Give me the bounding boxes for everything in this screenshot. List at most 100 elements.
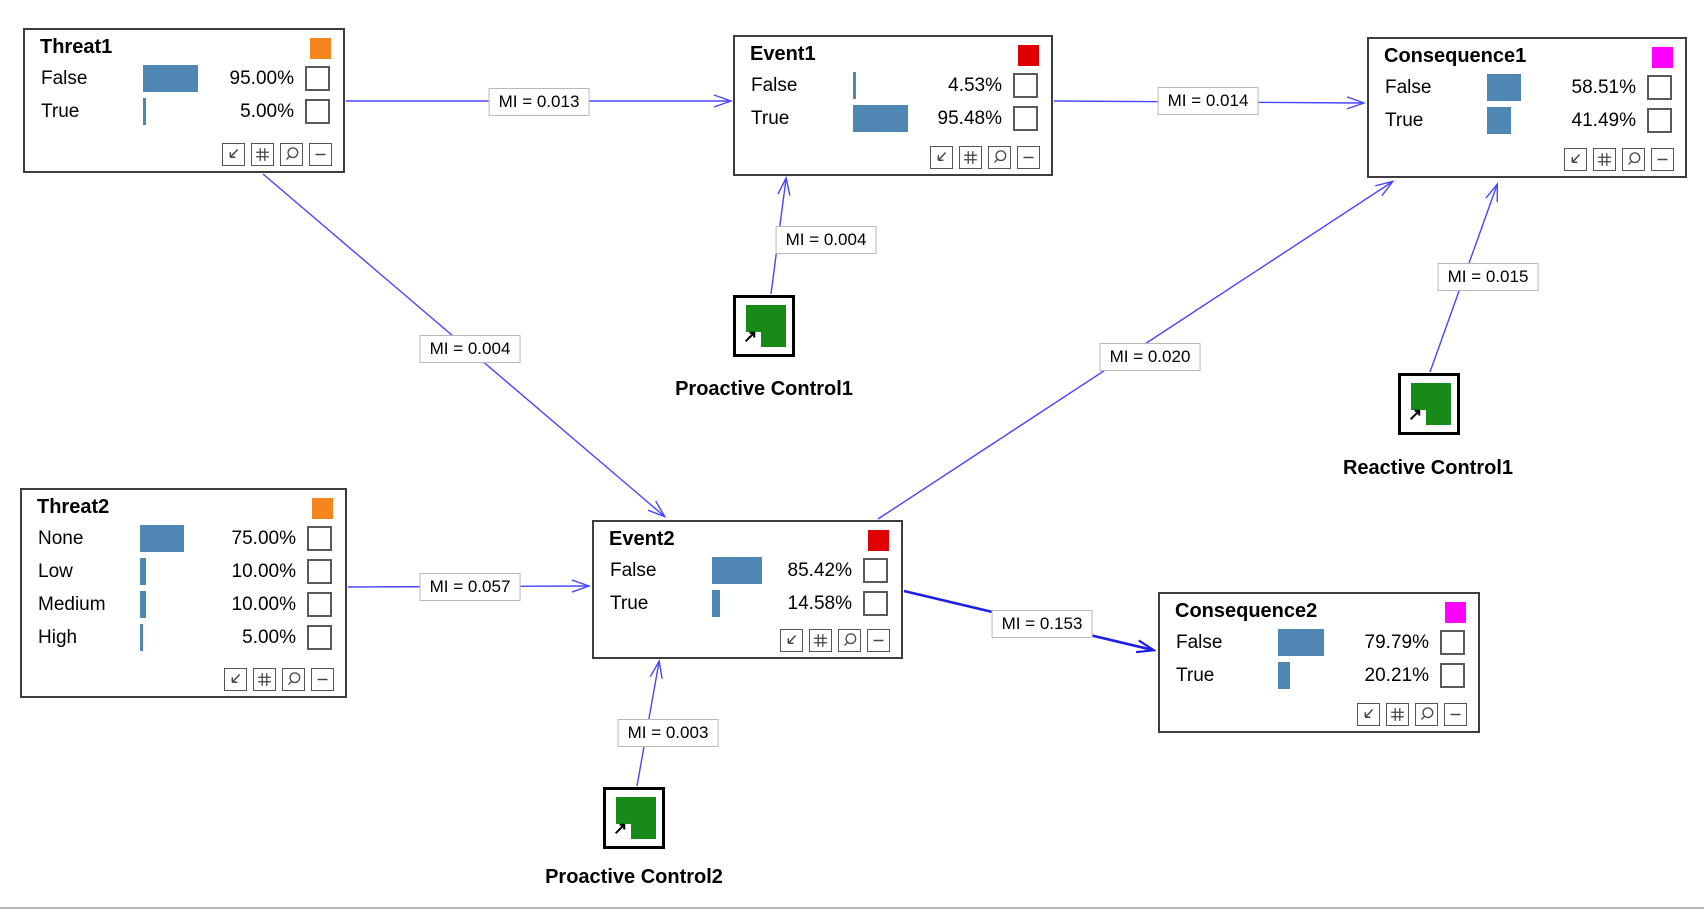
control-node-proactive-control1[interactable]: ↗: [733, 295, 795, 357]
probability-bar-track: [140, 558, 204, 585]
node-header: Event2: [594, 522, 901, 554]
table-grid-button[interactable]: [251, 143, 274, 166]
magnifier-button[interactable]: [1415, 703, 1438, 726]
control-notch: [616, 824, 631, 839]
probability-bar-track: [1278, 662, 1342, 689]
state-checkbox[interactable]: [1440, 663, 1465, 688]
state-checkbox[interactable]: [1013, 106, 1038, 131]
state-checkbox[interactable]: [307, 559, 332, 584]
minimize-button[interactable]: [309, 143, 332, 166]
expand-arrow-icon: ↗: [613, 819, 628, 838]
table-grid-button[interactable]: [253, 668, 276, 691]
probability-bar: [140, 558, 146, 585]
state-label: False: [41, 67, 88, 89]
magnifier-button[interactable]: [1622, 148, 1645, 171]
state-checkbox[interactable]: [863, 591, 888, 616]
state-row: False 58.51%: [1369, 71, 1685, 104]
state-checkbox[interactable]: [305, 99, 330, 124]
state-checkbox[interactable]: [863, 558, 888, 583]
node-event2[interactable]: Event2 False 85.42% True 14.58%: [592, 520, 903, 659]
magnifier-button[interactable]: [282, 668, 305, 691]
node-consequence1[interactable]: Consequence1 False 58.51% True 41.49%: [1367, 37, 1687, 178]
state-percentage: 75.00%: [231, 527, 296, 549]
table-grid-button[interactable]: [959, 146, 982, 169]
node-toolbar: [930, 146, 1040, 169]
table-grid-button[interactable]: [1386, 703, 1409, 726]
mi-label-rcontrol1-consequence1[interactable]: MI = 0.015: [1437, 263, 1539, 291]
node-title: Event1: [750, 43, 816, 65]
mi-label-event1-consequence1[interactable]: MI = 0.014: [1157, 87, 1259, 115]
minimize-button[interactable]: [867, 629, 890, 652]
state-checkbox[interactable]: [307, 625, 332, 650]
node-event1[interactable]: Event1 False 4.53% True 95.48%: [733, 35, 1053, 176]
state-row: True 5.00%: [25, 95, 343, 128]
node-toolbar: [780, 629, 890, 652]
control-label-proactive-control2: Proactive Control2: [545, 866, 723, 888]
state-row: False 85.42%: [594, 554, 901, 587]
node-header: Consequence2: [1160, 594, 1478, 626]
probability-bar: [712, 590, 721, 617]
state-checkbox[interactable]: [1647, 75, 1672, 100]
node-toolbar: [224, 668, 334, 691]
state-row: None 75.00%: [22, 522, 345, 555]
open-arrow-button[interactable]: [1564, 148, 1587, 171]
state-label: True: [1385, 109, 1424, 131]
open-arrow-button[interactable]: [222, 143, 245, 166]
mi-label-event2-consequence1[interactable]: MI = 0.020: [1099, 343, 1201, 371]
table-grid-button[interactable]: [1593, 148, 1616, 171]
control-label-proactive-control1: Proactive Control1: [675, 378, 853, 400]
node-threat2[interactable]: Threat2 None 75.00% Low 10.00% Medium 10…: [20, 488, 347, 698]
mi-label-threat2-event2[interactable]: MI = 0.057: [419, 573, 521, 601]
state-label: Medium: [38, 593, 106, 615]
probability-bar: [143, 98, 146, 125]
probability-bar-track: [853, 72, 917, 99]
state-checkbox[interactable]: [305, 66, 330, 91]
minimize-button[interactable]: [1651, 148, 1674, 171]
mi-label-threat1-event2[interactable]: MI = 0.004: [419, 335, 521, 363]
probability-bar-track: [712, 557, 776, 584]
state-checkbox[interactable]: [1647, 108, 1672, 133]
mi-label-pcontrol1-event1[interactable]: MI = 0.004: [775, 226, 877, 254]
probability-bar: [140, 525, 184, 552]
node-header: Consequence1: [1369, 39, 1685, 71]
state-row: True 41.49%: [1369, 104, 1685, 137]
state-checkbox[interactable]: [307, 592, 332, 617]
probability-bar-track: [1278, 629, 1342, 656]
magnifier-button[interactable]: [838, 629, 861, 652]
open-arrow-button[interactable]: [930, 146, 953, 169]
probability-bar-track: [853, 105, 917, 132]
table-grid-button[interactable]: [809, 629, 832, 652]
state-checkbox[interactable]: [307, 526, 332, 551]
state-checkbox[interactable]: [1440, 630, 1465, 655]
minimize-button[interactable]: [1444, 703, 1467, 726]
state-label: True: [1176, 664, 1215, 686]
mi-label-event2-consequence2[interactable]: MI = 0.153: [991, 610, 1093, 638]
open-arrow-button[interactable]: [1357, 703, 1380, 726]
state-percentage: 20.21%: [1364, 664, 1429, 686]
state-row: False 4.53%: [735, 69, 1051, 102]
magnifier-button[interactable]: [280, 143, 303, 166]
mi-label-threat1-event1[interactable]: MI = 0.013: [488, 88, 590, 116]
open-arrow-button[interactable]: [780, 629, 803, 652]
state-checkbox[interactable]: [1013, 73, 1038, 98]
state-percentage: 41.49%: [1571, 109, 1636, 131]
expand-arrow-icon: ↗: [1408, 405, 1423, 424]
state-row: Low 10.00%: [22, 555, 345, 588]
threat-color-chip: [310, 38, 331, 59]
state-percentage: 10.00%: [231, 593, 296, 615]
minimize-button[interactable]: [1017, 146, 1040, 169]
probability-bar: [143, 65, 199, 92]
open-arrow-button[interactable]: [224, 668, 247, 691]
node-title: Threat2: [37, 496, 110, 518]
node-consequence2[interactable]: Consequence2 False 79.79% True 20.21%: [1158, 592, 1480, 733]
state-label: False: [1385, 76, 1432, 98]
node-threat1[interactable]: Threat1 False 95.00% True 5.00%: [23, 28, 345, 173]
minimize-button[interactable]: [311, 668, 334, 691]
magnifier-button[interactable]: [988, 146, 1011, 169]
node-header: Threat2: [22, 490, 345, 522]
consequence-color-chip: [1445, 602, 1466, 623]
mi-label-pcontrol2-event2[interactable]: MI = 0.003: [617, 719, 719, 747]
control-node-proactive-control2[interactable]: ↗: [603, 787, 665, 849]
control-node-reactive-control1[interactable]: ↗: [1398, 373, 1460, 435]
